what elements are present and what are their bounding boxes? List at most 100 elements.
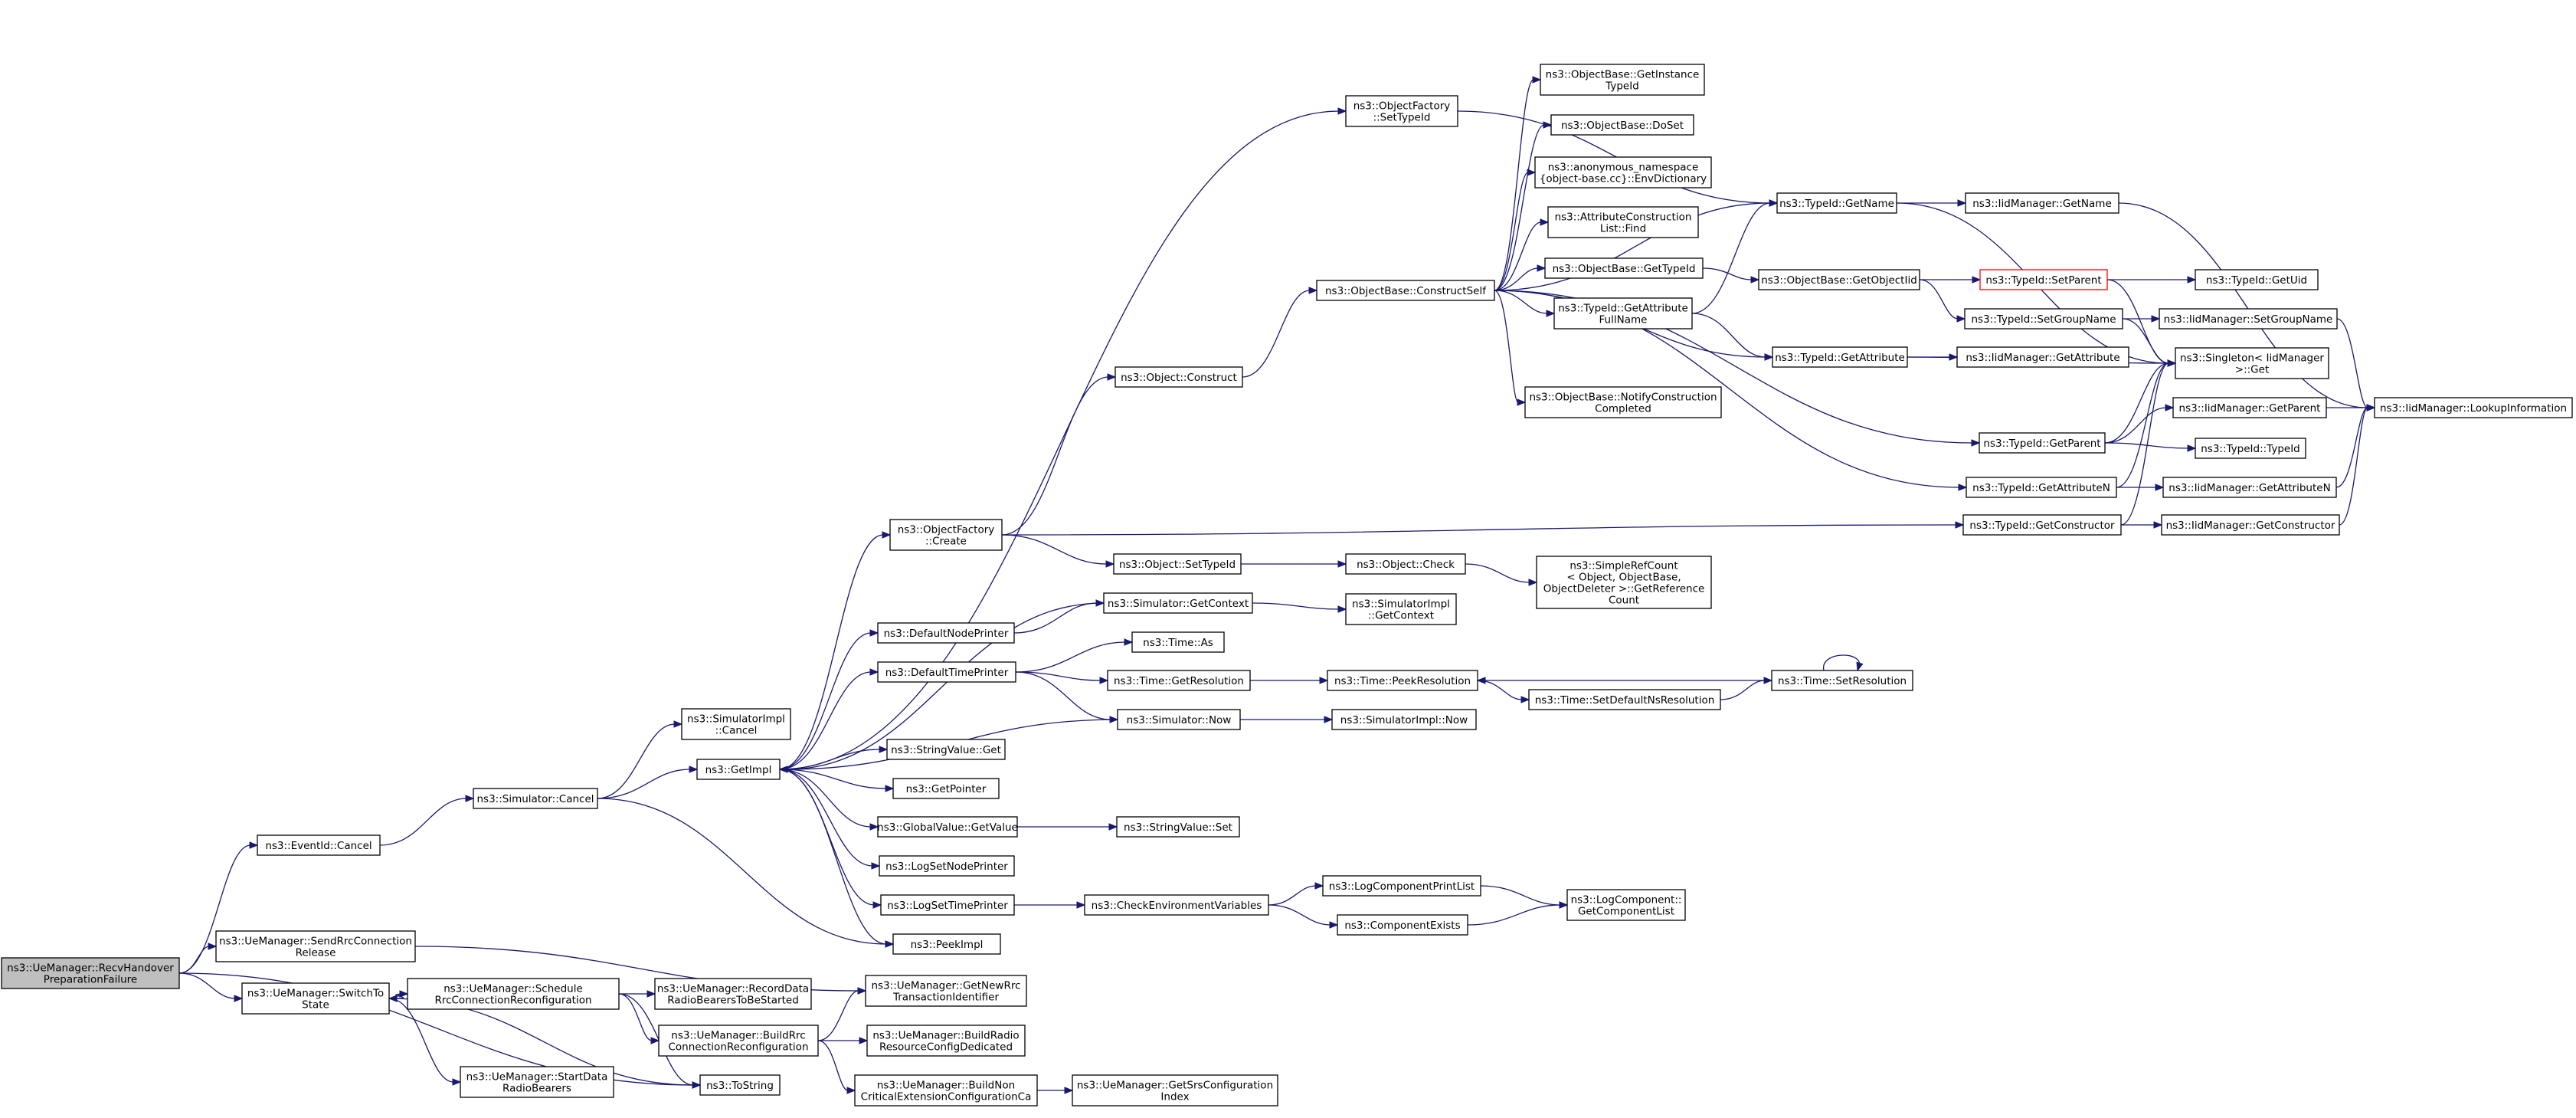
node-simplerefcount[interactable]: ns3::SimpleRefCount< Object, ObjectBase,… [1536, 556, 1712, 609]
node-label: ns3::LogComponent:: [1571, 894, 1682, 907]
node-obnotify[interactable]: ns3::ObjectBase::NotifyConstructionCompl… [1524, 386, 1722, 418]
node-box [1962, 514, 2122, 536]
node-label: ns3::TypeId::GetAttributeN [1972, 482, 2110, 494]
node-obdoset[interactable]: ns3::ObjectBase::DoSet [1550, 114, 1694, 136]
edge-arrowhead [692, 1081, 702, 1089]
node-deftimeprinter[interactable]: ns3::DefaultTimePrinter [877, 661, 1016, 683]
node-compexists[interactable]: ns3::ComponentExists [1337, 914, 1468, 936]
node-timegetres[interactable]: ns3::Time::GetResolution [1107, 670, 1251, 691]
node-label: ns3::StringValue::Get [891, 744, 1001, 756]
node-timeas[interactable]: ns3::Time::As [1131, 631, 1225, 653]
node-tidgetname[interactable]: ns3::TypeId::GetName [1776, 192, 1897, 214]
edge-checkenv-to-logprintlist [1268, 882, 1324, 906]
edge-line [1467, 904, 1561, 926]
node-simimplcancel[interactable]: ns3::SimulatorImpl::Cancel [681, 708, 791, 740]
node-buildrrc[interactable]: ns3::UeManager::BuildRrcConnectionReconf… [658, 1025, 819, 1057]
node-objcheck[interactable]: ns3::Object::Check [1345, 553, 1466, 575]
node-ofcreate[interactable]: ns3::ObjectFactory::Create [889, 519, 1003, 551]
node-svset[interactable]: ns3::StringValue::Set [1116, 816, 1240, 838]
node-iidgetattrn[interactable]: ns3::IidManager::GetAttributeN [2162, 477, 2337, 498]
node-gvgetvalue[interactable]: ns3::GlobalValue::GetValue [877, 816, 1018, 838]
edge-line [779, 769, 873, 867]
node-objsettypeid[interactable]: ns3::Object::SetTypeId [1113, 553, 1242, 575]
node-obgetobjecttid[interactable]: ns3::ObjectBase::GetObjectIid [1758, 269, 1920, 290]
node-obconstructself[interactable]: ns3::ObjectBase::ConstructSelf [1316, 280, 1495, 301]
node-box [1131, 631, 1225, 653]
node-box [1965, 192, 2119, 214]
node-simimplnow[interactable]: ns3::SimulatorImpl::Now [1331, 709, 1477, 730]
node-iidgetctor[interactable]: ns3::IidManager::GetConstructor [2161, 514, 2340, 536]
node-tostring[interactable]: ns3::ToString [699, 1074, 781, 1096]
node-buildnon[interactable]: ns3::UeManager::BuildNonCriticalExtensio… [854, 1074, 1038, 1107]
node-tidgetattr[interactable]: ns3::TypeId::GetAttribute [1772, 346, 1908, 368]
edge-arrowhead [846, 1087, 856, 1094]
node-lookupinfo[interactable]: ns3::IidManager::LookupInformation [2374, 397, 2573, 418]
node-checkenv[interactable]: ns3::CheckEnvironmentVariables [1084, 894, 1269, 916]
node-envdict[interactable]: ns3::anonymous_namespace{object-base.cc}… [1534, 156, 1712, 189]
node-simcancel[interactable]: ns3::Simulator::Cancel [473, 788, 598, 809]
edge-line [1494, 290, 1548, 314]
edge-line [2120, 362, 2169, 526]
node-getimpl[interactable]: ns3::GetImpl [696, 759, 781, 780]
node-logprintlist[interactable]: ns3::LogComponentPrintList [1322, 875, 1481, 897]
node-getnewrrc[interactable]: ns3::UeManager::GetNewRrcTransactionIden… [865, 975, 1027, 1007]
node-tidgetuid[interactable]: ns3::TypeId::GetUid [2195, 269, 2319, 290]
node-peekimpl[interactable]: ns3::PeekImpl [892, 933, 1001, 955]
node-tidsetparent[interactable]: ns3::TypeId::SetParent [1979, 269, 2108, 290]
edge-recv-to-sendrrc [178, 943, 218, 974]
node-ofsettypeid[interactable]: ns3::ObjectFactory::SetTypeId [1345, 95, 1458, 127]
node-setdefaultns[interactable]: ns3::Time::SetDefaultNsResolution [1528, 689, 1721, 710]
edge-arrowhead [1099, 677, 1109, 684]
node-label: TypeId [1605, 80, 1639, 93]
node-label: ns3::UeManager::Schedule [444, 983, 583, 995]
edge-line [1494, 124, 1545, 291]
node-label: ns3::TypeId::GetName [1779, 198, 1894, 210]
node-tidtypeid[interactable]: ns3::TypeId::TypeId [2195, 438, 2306, 459]
node-label: State [302, 999, 329, 1011]
node-singleton[interactable]: ns3::Singleton< IidManager>::Get [2175, 347, 2329, 379]
edge-arrowhead [869, 668, 879, 676]
node-box [1107, 670, 1251, 691]
node-logcomplist[interactable]: ns3::LogComponent::GetComponentList [1566, 889, 1686, 921]
node-getpointer[interactable]: ns3::GetPointer [892, 778, 1000, 799]
node-buildradio[interactable]: ns3::UeManager::BuildRadioResourceConfig… [866, 1025, 1026, 1057]
node-iidgetattr[interactable]: ns3::IidManager::GetAttribute [1956, 346, 2129, 368]
node-peekres[interactable]: ns3::Time::PeekResolution [1327, 670, 1478, 691]
node-objconstruct[interactable]: ns3::Object::Construct [1115, 366, 1243, 388]
node-logsetnode[interactable]: ns3::LogSetNodePrinter [879, 855, 1015, 877]
node-tidsetgroup[interactable]: ns3::TypeId::SetGroupName [1964, 308, 2123, 329]
edge-obconstructself-to-obnotify [1494, 290, 1527, 406]
edge-arrowhead [885, 940, 895, 948]
node-tidgetctor[interactable]: ns3::TypeId::GetConstructor [1962, 514, 2122, 536]
edge-line [1465, 563, 1530, 583]
node-simgetcontext[interactable]: ns3::Simulator::GetContext [1103, 592, 1253, 614]
node-box [886, 739, 1006, 760]
node-recv[interactable]: ns3::UeManager::RecvHandoverPreparationF… [1, 957, 180, 989]
edge-arrowhead [869, 823, 879, 831]
node-recorddata[interactable]: ns3::UeManager::RecordDataRadioBearersTo… [654, 978, 812, 1010]
node-simimplgetcontext[interactable]: ns3::SimulatorImpl::GetContext [1345, 593, 1457, 625]
edge-deftimeprinter-to-timeas [1015, 638, 1134, 673]
node-tidgetattrn[interactable]: ns3::TypeId::GetAttributeN [1966, 477, 2117, 498]
node-simnow[interactable]: ns3::Simulator::Now [1117, 709, 1241, 730]
node-iidgetparent[interactable]: ns3::IidManager::GetParent [2172, 397, 2327, 418]
node-label: ns3::Time::SetDefaultNsResolution [1535, 694, 1715, 707]
node-eventcancel[interactable]: ns3::EventId::Cancel [257, 834, 381, 856]
node-defnodeprinter[interactable]: ns3::DefaultNodePrinter [877, 622, 1015, 644]
node-iidsetgroup[interactable]: ns3::IidManager::SetGroupName [2159, 308, 2338, 329]
node-schedule[interactable]: ns3::UeManager::ScheduleRrcConnectionRec… [407, 978, 620, 1010]
edge-line [779, 671, 872, 770]
node-obgettypeid[interactable]: ns3::ObjectBase::GetTypeId [1544, 257, 1704, 279]
node-tidgetparent[interactable]: ns3::TypeId::GetParent [1979, 432, 2106, 454]
node-iidgetname[interactable]: ns3::IidManager::GetName [1965, 192, 2119, 214]
node-svget[interactable]: ns3::StringValue::Get [886, 739, 1006, 760]
node-timesetres[interactable]: ns3::Time::SetResolution [1771, 670, 1913, 691]
node-logsettime[interactable]: ns3::LogSetTimePrinter [880, 894, 1015, 916]
